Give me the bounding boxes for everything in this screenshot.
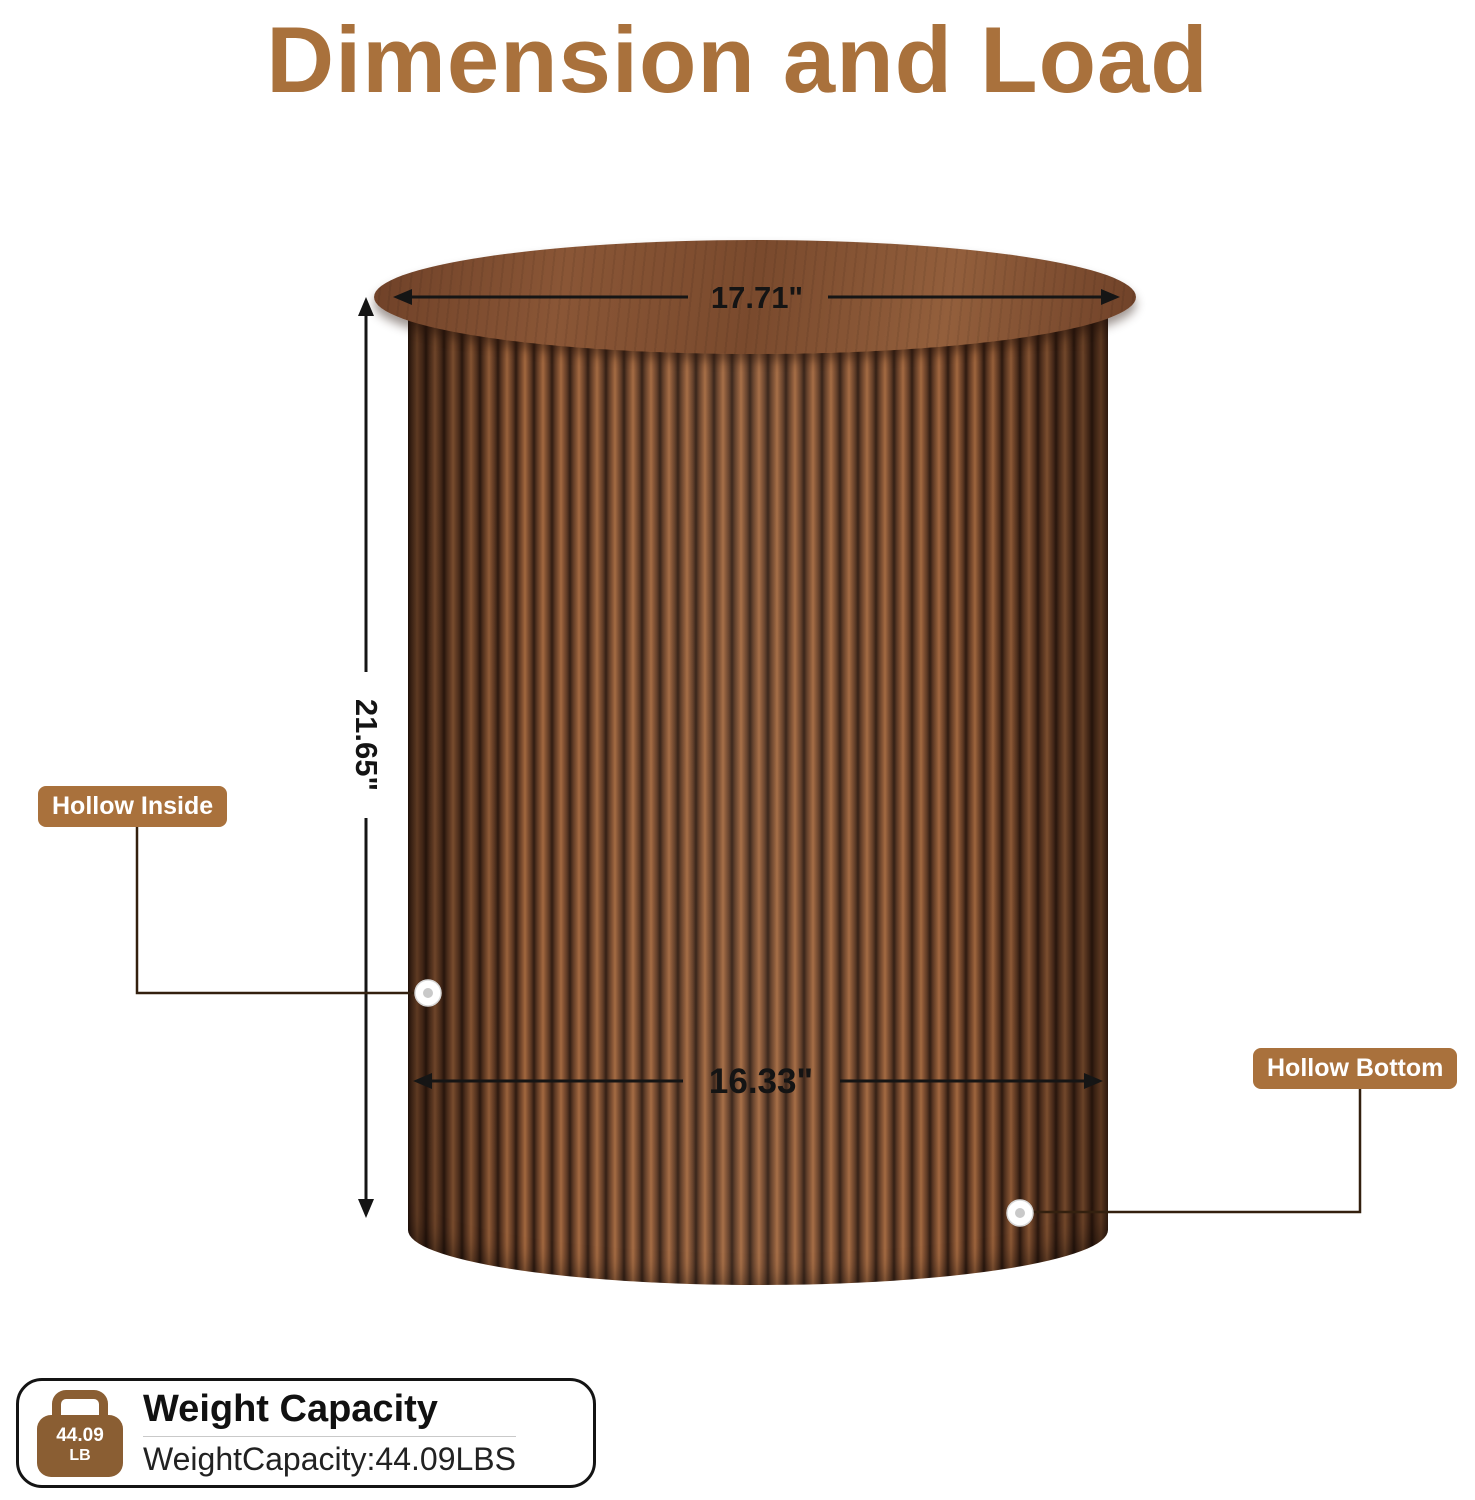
height-arrow: 21.65" xyxy=(349,297,384,1218)
weight-icon-handle xyxy=(52,1389,108,1419)
weight-divider xyxy=(143,1436,516,1437)
height-label: 21.65" xyxy=(349,699,384,791)
top-width-arrow: 17.71" xyxy=(393,280,1120,315)
page-title: Dimension and Load xyxy=(266,7,1209,112)
table-body-fluted xyxy=(408,300,1108,1285)
hollow-bottom-connector xyxy=(1006,1086,1362,1227)
weight-capacity-value: WeightCapacity:44.09LBS xyxy=(143,1441,516,1477)
weight-icon-body: 44.09 LB xyxy=(37,1414,123,1477)
hollow-bottom-callout: Hollow Bottom xyxy=(1253,1048,1458,1089)
body-width-arrow: 16.33" xyxy=(413,1062,1103,1101)
weight-text-block: Weight Capacity WeightCapacity:44.09LBS xyxy=(143,1388,516,1478)
weight-capacity-card: 44.09 LB Weight Capacity WeightCapacity:… xyxy=(16,1378,596,1488)
hollow-inside-callout: Hollow Inside xyxy=(38,786,228,827)
body-width-label: 16.33" xyxy=(709,1062,813,1101)
hollow-inside-connector xyxy=(135,824,442,1007)
weight-icon: 44.09 LB xyxy=(37,1389,123,1477)
weight-capacity-title: Weight Capacity xyxy=(143,1388,438,1430)
weight-icon-unit: LB xyxy=(69,1447,91,1465)
weight-icon-value: 44.09 xyxy=(56,1425,104,1447)
top-width-label: 17.71" xyxy=(711,280,803,315)
